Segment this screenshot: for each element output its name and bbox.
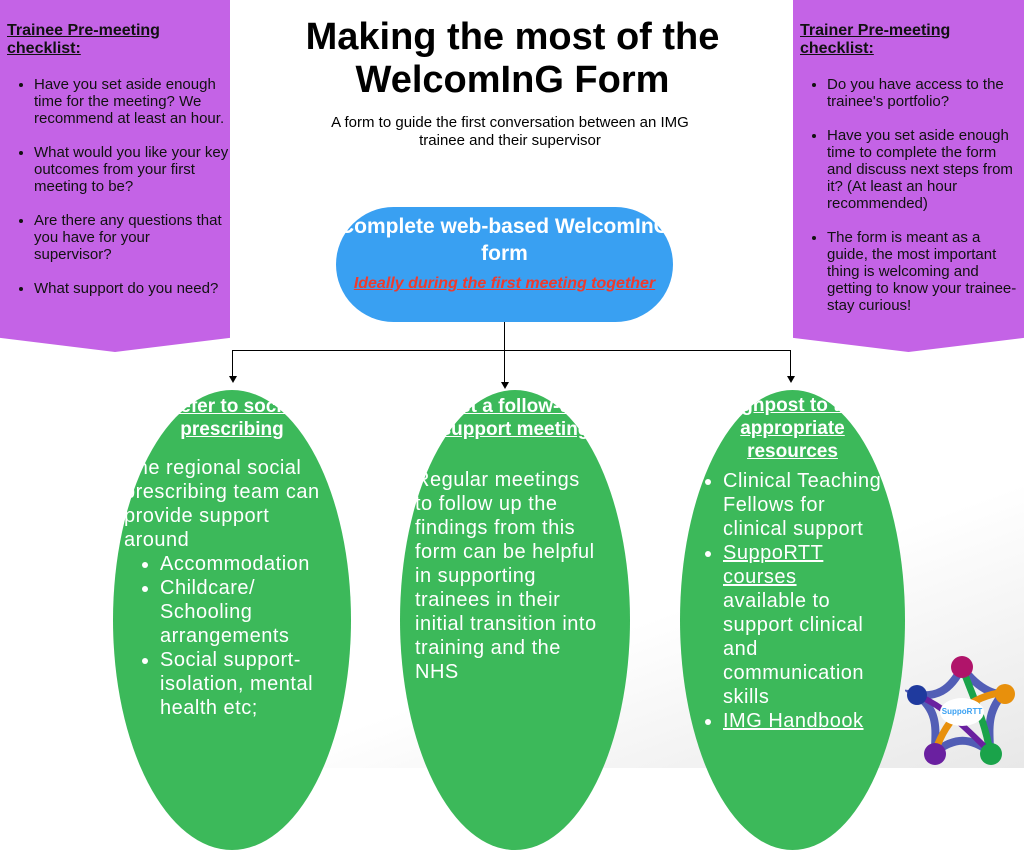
connector-right <box>790 350 791 376</box>
list-item: Social support- isolation, mental health… <box>160 648 341 720</box>
list-item: Do you have access to the trainee's port… <box>827 76 1024 110</box>
list-item: Are there any questions that you have fo… <box>34 212 230 263</box>
connector-left <box>232 350 233 376</box>
img-handbook-link[interactable]: IMG Handbook <box>723 710 864 732</box>
complete-form-note: Ideally during the first meeting togethe… <box>353 275 656 292</box>
arrow-right-icon <box>787 376 795 383</box>
supportt-courses-link[interactable]: SuppoRTT courses <box>723 542 824 588</box>
connector-stem <box>504 322 505 382</box>
social-prescribing-node: Refer to social prescribing The regional… <box>113 390 351 850</box>
arrow-left-icon <box>229 376 237 383</box>
follow-up-node: Set a follow-up support meeting Regular … <box>400 390 630 850</box>
social-heading: Refer to social prescribing <box>166 396 298 440</box>
list-item-text: available to support clinical and commun… <box>723 590 865 708</box>
list-item: The form is meant as a guide, the most i… <box>827 229 1024 314</box>
subtitle: A form to guide the first conversation b… <box>331 114 689 149</box>
trainer-checklist-heading: Trainer Pre-meeting checklist: <box>800 22 951 57</box>
page-title: Making the most of the WelcomInG Form <box>305 16 720 101</box>
trainee-checklist-panel: Trainee Pre-meeting checklist: Have you … <box>0 0 230 352</box>
list-item: Have you set aside enough time for the m… <box>34 76 230 127</box>
followup-body: Regular meetings to follow up the findin… <box>415 469 597 683</box>
social-body: The regional social prescribing team can… <box>124 457 320 551</box>
followup-heading: Set a follow-up support meeting <box>440 396 590 440</box>
list-item: Accommodation <box>160 552 341 576</box>
list-item: Childcare/ Schooling arrangements <box>160 576 341 648</box>
complete-form-title: Complete web-based WelcomInG form <box>338 215 670 265</box>
arrow-middle-icon <box>501 382 509 389</box>
list-item: What support do you need? <box>34 280 230 297</box>
complete-form-node: Complete web-based WelcomInG form Ideall… <box>336 207 673 322</box>
list-item: Clinical Teaching Fellows for clinical s… <box>723 469 890 541</box>
signpost-heading: Signpost to the appropriate resources <box>723 395 862 462</box>
signpost-node: Signpost to the appropriate resources Cl… <box>680 390 905 850</box>
trainee-checklist-heading: Trainee Pre-meeting checklist: <box>7 22 160 57</box>
list-item: Have you set aside enough time to comple… <box>827 127 1024 212</box>
svg-text:SuppoRTT: SuppoRTT <box>942 707 983 716</box>
connector-horizontal <box>232 350 791 351</box>
list-item: What would you like your key outcomes fr… <box>34 144 230 195</box>
supportt-logo: SuppoRTT <box>905 656 1015 765</box>
trainer-checklist-panel: Trainer Pre-meeting checklist: Do you ha… <box>793 0 1024 352</box>
